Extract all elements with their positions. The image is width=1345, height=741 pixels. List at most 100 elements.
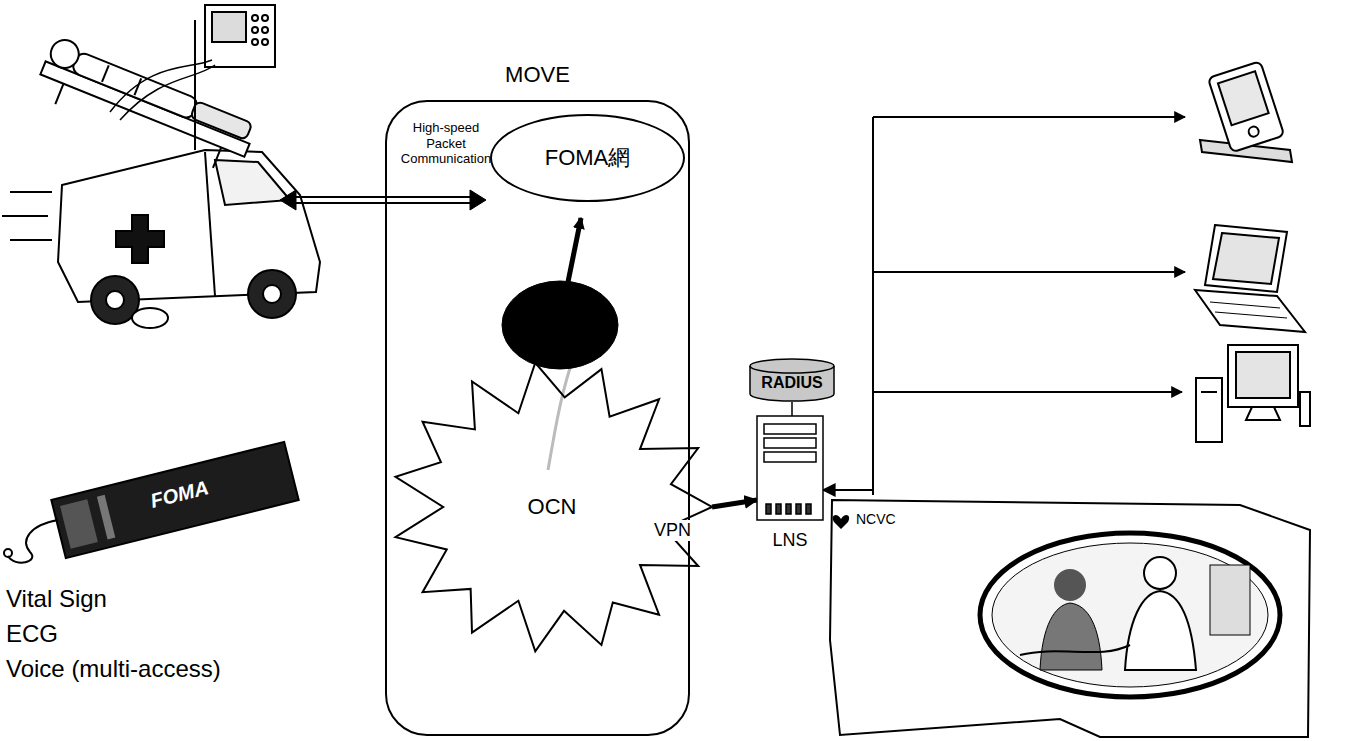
network-illustration [280, 190, 618, 470]
node-label: LNS [752, 530, 828, 552]
ambulance-illustration-part [215, 160, 290, 205]
ambulance-illustration-part [262, 27, 268, 33]
building-part [992, 543, 1268, 687]
ambulance-illustration-part [10, 239, 52, 241]
ambulance-illustration-part [248, 270, 296, 318]
building-part [1020, 645, 1130, 655]
building-drawing [830, 500, 1310, 737]
ambulance-illustration-part [120, 65, 215, 120]
node-label: MOVE [387, 62, 688, 88]
annotation-label: Vital Sign [6, 585, 107, 614]
network-illustration-part [548, 368, 570, 470]
connector-arrow [712, 500, 757, 507]
hospital-building: NCVC [830, 495, 1310, 738]
network-illustration-part [502, 281, 618, 369]
foma-card-illustration-part [4, 549, 12, 557]
server-part [786, 504, 791, 514]
network-illustration-part [280, 190, 296, 210]
ambulance-illustration-part [47, 36, 83, 72]
network-illustration-part [568, 218, 581, 282]
ambulance-illustration-part [10, 191, 52, 193]
node-label: FOMA網 [545, 145, 631, 171]
ambulance-illustration-part [106, 291, 124, 309]
network-illustration-part [292, 202, 474, 204]
foma-card-illustration-part [51, 442, 298, 558]
ambulance-illustration-part [110, 60, 212, 112]
cylinder-body [750, 359, 834, 401]
ambulance-illustration-part [252, 27, 258, 33]
network-region: MOVEFOMA網OCN [385, 100, 690, 736]
network-illustration-part [470, 190, 486, 210]
terminal-devices-part [1201, 391, 1217, 393]
ambulance-illustration-part [190, 101, 252, 140]
terminal-devices-part [1205, 225, 1287, 292]
foma-card-illustration-part [8, 520, 58, 563]
building-part [1054, 569, 1086, 601]
terminal-devices-part [1236, 352, 1290, 398]
device-distribution-lines-part [873, 116, 1185, 118]
connector-arrow [823, 490, 873, 495]
ambulance-illustration-part [212, 12, 246, 42]
device-distribution-lines [873, 117, 1185, 490]
connector-label: VPN [652, 520, 693, 541]
terminal-devices-part [1208, 61, 1284, 152]
terminal-devices-part [1300, 392, 1310, 426]
ambulance-illustration-part [262, 39, 268, 45]
ambulance-illustration-part [205, 152, 215, 296]
connector-arrow [791, 402, 793, 416]
node-label: OCN [528, 494, 577, 520]
ambulance-illustration-part [71, 51, 200, 120]
terminal-devices-part [1196, 378, 1222, 442]
server-part [766, 504, 771, 514]
database-cylinder: RADIUS [748, 358, 836, 402]
building-part [980, 533, 1280, 697]
ambulance-illustration-part [252, 15, 258, 21]
annotation-label: High-speed Packet Communication [398, 120, 494, 167]
foma-card-illustration-part [60, 499, 98, 548]
ambulance-illustration-part [132, 308, 168, 328]
terminal-devices-part [1195, 290, 1305, 332]
foma-card-illustration-part [51, 442, 298, 558]
hospital-building-shape [830, 495, 1310, 738]
building-part [1210, 565, 1250, 635]
network-cloud: OCN [392, 362, 712, 652]
node-label: NCVC [856, 511, 896, 528]
server-part [806, 504, 811, 514]
ambulance-illustration-part [116, 215, 164, 263]
foma-card-illustration-part [97, 495, 115, 540]
network-illustration-part [292, 196, 474, 198]
server-part [764, 452, 816, 462]
device-distribution-lines-part [873, 391, 1182, 393]
device-distribution-lines-part [873, 271, 1185, 273]
server-drawing [757, 416, 823, 520]
server-part [776, 504, 781, 514]
ambulance-illustration-part [2, 215, 48, 217]
building-part [1125, 591, 1196, 670]
server-tower: LNS [752, 412, 828, 552]
building-part [1040, 603, 1102, 670]
ambulance-illustration-part [194, 20, 196, 150]
terminal-devices-part [1247, 125, 1260, 138]
node-label: RADIUS [761, 367, 822, 392]
terminal-devices-part [1208, 61, 1284, 152]
ambulance-illustration-part [205, 5, 275, 67]
terminal-devices [1195, 61, 1310, 442]
server-part [757, 416, 823, 520]
ambulance-illustration-part [262, 15, 268, 21]
building-part [1144, 557, 1176, 589]
annotation-label: Voice (multi-access) [6, 655, 221, 684]
ambulance-illustration-part [102, 65, 109, 82]
server-part [796, 504, 801, 514]
terminal-devices-part [1228, 345, 1298, 407]
ambulance-illustration [2, 5, 320, 328]
terminal-devices-part [1213, 233, 1279, 284]
terminal-devices-part [1210, 302, 1287, 318]
building-part [830, 500, 1310, 737]
ambulance-illustration-part [252, 39, 258, 45]
starburst-outline [395, 363, 712, 651]
building-part [833, 515, 849, 529]
terminal-devices-part [1246, 407, 1280, 420]
server-part [764, 438, 816, 448]
ambulance-illustration-part [263, 285, 281, 303]
